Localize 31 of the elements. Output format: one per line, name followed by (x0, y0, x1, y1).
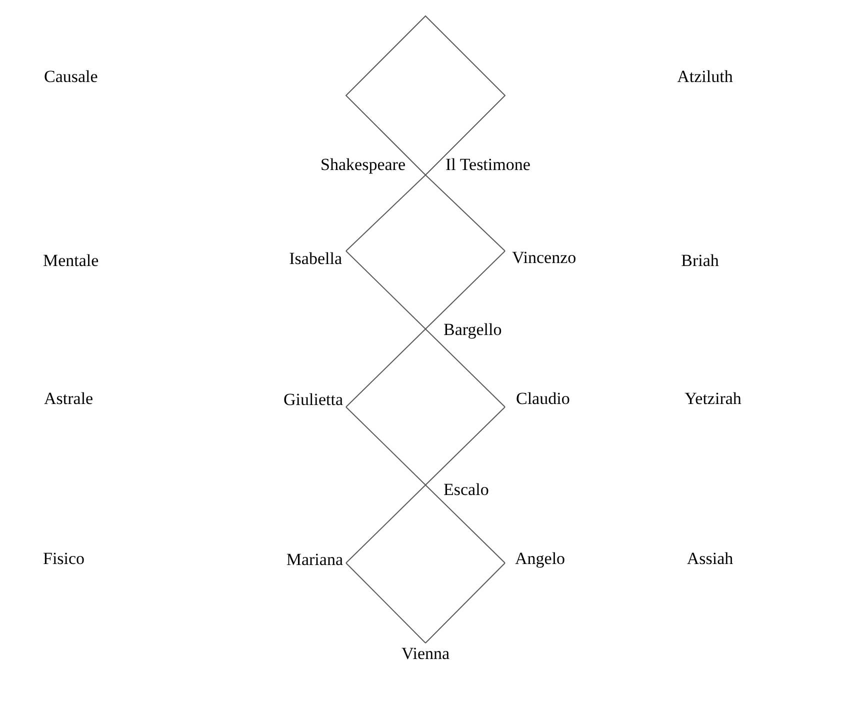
vertex-label: Il Testimone (446, 155, 530, 175)
connector-line (346, 174, 426, 252)
vertex-label: Angelo (515, 549, 566, 569)
connector-line (425, 174, 506, 252)
vertex-label: Escalo (444, 480, 489, 500)
vertex-label: Vienna (401, 644, 450, 664)
connector-line (425, 406, 506, 486)
connector-line (425, 562, 506, 644)
vertex-label: Isabella (289, 249, 342, 269)
connector-line (346, 250, 426, 330)
connector-line (425, 484, 506, 564)
vertex-label: Mariana (286, 550, 343, 570)
connector-line (425, 250, 506, 330)
row-label: Assiah (686, 549, 734, 569)
row-label: Astrale (44, 389, 94, 409)
connector-line (425, 328, 506, 408)
connector-line (346, 328, 426, 408)
connector-line (346, 562, 426, 644)
connector-line (346, 484, 426, 564)
vertex-label: Claudio (516, 389, 570, 409)
row-label: Causale (44, 67, 98, 87)
row-label: Atziluth (677, 67, 733, 87)
row-label: Yetzirah (684, 389, 742, 409)
connector-line (346, 406, 426, 486)
row-label: Mentale (43, 251, 99, 271)
row-label: Fisico (43, 549, 85, 569)
vertex-label: Shakespeare (320, 155, 406, 175)
vertex-label: Vincenzo (512, 248, 576, 268)
vertex-label: Giulietta (284, 390, 343, 410)
row-label: Briah (681, 251, 719, 271)
vertex-label: Bargello (444, 320, 502, 340)
